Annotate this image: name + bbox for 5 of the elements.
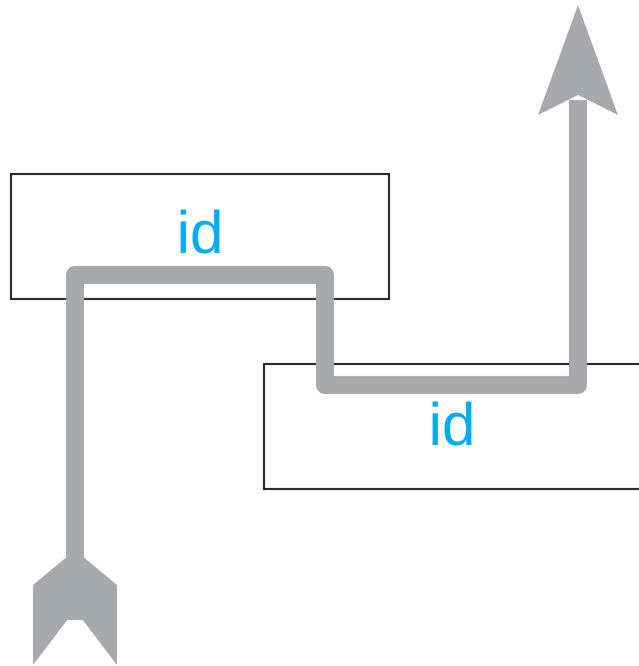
field-label: id [176,203,224,263]
id-box [263,363,639,490]
field-label: id [428,395,476,455]
arrow [538,5,618,363]
id-box [10,173,390,300]
